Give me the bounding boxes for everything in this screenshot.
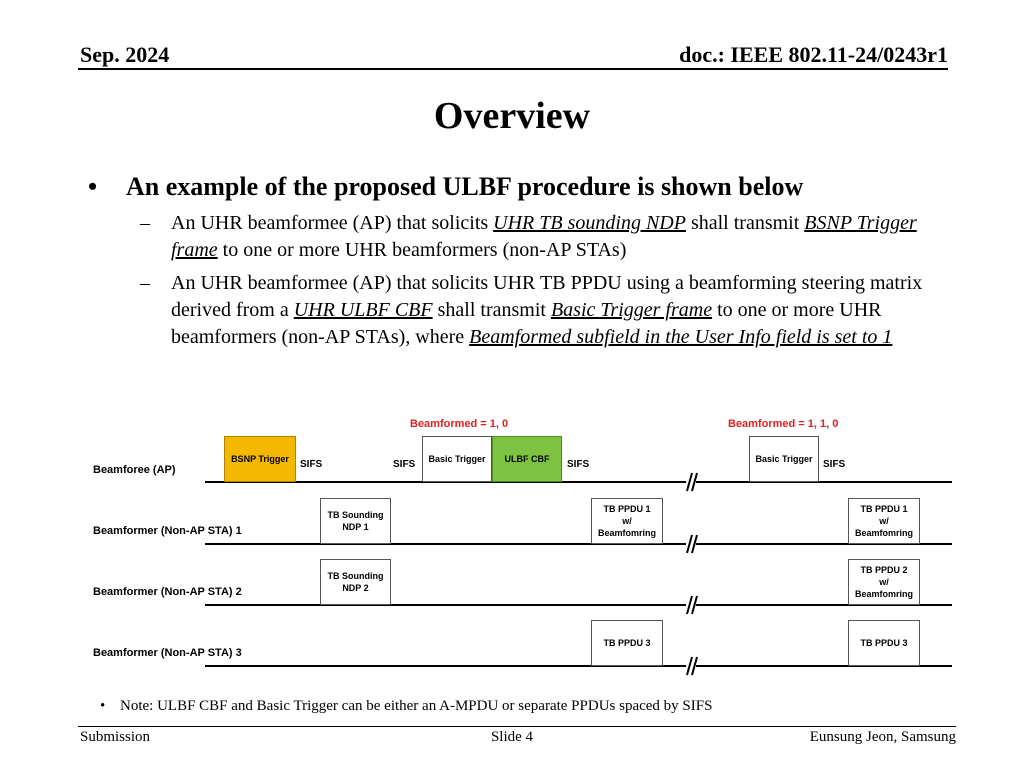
- note-text: Note: ULBF CBF and Basic Trigger can be …: [120, 698, 713, 714]
- box-text: TB PPDU 1: [603, 504, 651, 514]
- text-part: shall transmit: [685, 212, 805, 234]
- box-text: Beamfomring: [854, 589, 913, 599]
- row-label-ap: Beamforee (AP): [93, 464, 176, 476]
- box-text: TB PPDU 2: [860, 565, 908, 575]
- box-text: NDP 1: [342, 522, 369, 532]
- footer-submission: Submission: [80, 729, 151, 745]
- box-text: NDP 2: [342, 583, 369, 593]
- main-bullet-text: An example of the proposed ULBF procedur…: [126, 172, 804, 201]
- box-text: w/: [879, 577, 889, 587]
- emphasis-text: UHR ULBF CBF: [293, 299, 433, 321]
- tb-sounding-ndp1-box: TB Sounding NDP 1: [320, 498, 391, 544]
- box-text: w/: [622, 516, 632, 526]
- box-text: TB PPDU 1: [860, 504, 908, 514]
- emphasis-text: Beamformed subfield in the User Info fie…: [469, 326, 893, 348]
- text-part: to one or more UHR beamformers (non-AP S…: [217, 239, 627, 261]
- sub-bullet-dash: –: [140, 212, 150, 234]
- beamformed-label-2: Beamformed = 1, 1, 0: [728, 418, 839, 430]
- break-mark-sta3: [686, 656, 698, 676]
- sub-bullet-2-text: An UHR beamformee (AP) that solicits UHR…: [171, 270, 961, 351]
- tb-sounding-ndp2-box: TB Sounding NDP 2: [320, 559, 391, 605]
- sifs-label: SIFS: [300, 459, 323, 470]
- bullet-dot: •: [100, 698, 106, 714]
- header-doc-id: doc.: IEEE 802.11-24/0243r1: [679, 42, 948, 67]
- tb-ppdu3-box-1: TB PPDU 3: [591, 620, 663, 666]
- bsnp-trigger-box: BSNP Trigger: [224, 436, 296, 482]
- break-mark-sta1: [686, 534, 698, 554]
- footer-slide-number: Slide 4: [490, 729, 534, 745]
- emphasis-text: Basic Trigger frame: [550, 299, 713, 321]
- header-date: Sep. 2024: [80, 42, 170, 67]
- text-part: shall transmit: [432, 299, 551, 321]
- tb-ppdu2-box: TB PPDU 2 w/ Beamfomring: [848, 559, 920, 605]
- text-part: An UHR beamformee (AP) that solicits UHR…: [171, 272, 923, 321]
- header-divider: [78, 68, 948, 70]
- bullet-dot: •: [88, 172, 98, 201]
- text-part: An UHR beamformee (AP) that solicits: [171, 212, 494, 234]
- beamformed-label-1: Beamformed = 1, 0: [410, 418, 509, 430]
- ulbf-cbf-box: ULBF CBF: [492, 436, 562, 482]
- row-label-sta2: Beamformer (Non-AP STA) 2: [93, 586, 242, 598]
- sifs-label: SIFS: [567, 459, 590, 470]
- break-mark-sta2: [686, 595, 698, 615]
- box-text: Beamfomring: [597, 528, 656, 538]
- row-label-sta1: Beamformer (Non-AP STA) 1: [93, 525, 242, 537]
- emphasis-text: UHR TB sounding NDP: [493, 212, 686, 234]
- sub-bullet-dash: –: [140, 272, 150, 294]
- footer-author: Eunsung Jeon, Samsung: [809, 729, 956, 745]
- box-text: Beamfomring: [854, 528, 913, 538]
- box-text: TB Sounding: [327, 510, 384, 520]
- sifs-label: SIFS: [823, 459, 846, 470]
- tb-ppdu3-box-2: TB PPDU 3: [848, 620, 920, 666]
- sifs-label: SIFS: [393, 459, 416, 470]
- row-label-sta3: Beamformer (Non-AP STA) 3: [93, 647, 242, 659]
- tb-ppdu1-box-1: TB PPDU 1 w/ Beamfomring: [591, 498, 663, 544]
- box-text: TB Sounding: [327, 571, 384, 581]
- box-text: w/: [879, 516, 889, 526]
- basic-trigger-box-1: Basic Trigger: [422, 436, 492, 482]
- text-part: to one or more UHR beamformers (non-AP S…: [171, 299, 882, 348]
- slide-title: Overview: [433, 95, 591, 137]
- sub-bullet-1-text: An UHR beamformee (AP) that solicits UHR…: [171, 210, 961, 264]
- tb-ppdu1-box-2: TB PPDU 1 w/ Beamfomring: [848, 498, 920, 544]
- footer-divider: [78, 726, 956, 727]
- break-mark-ap: [686, 472, 698, 492]
- emphasis-text: BSNP Trigger frame: [171, 212, 917, 261]
- basic-trigger-box-2: Basic Trigger: [749, 436, 819, 482]
